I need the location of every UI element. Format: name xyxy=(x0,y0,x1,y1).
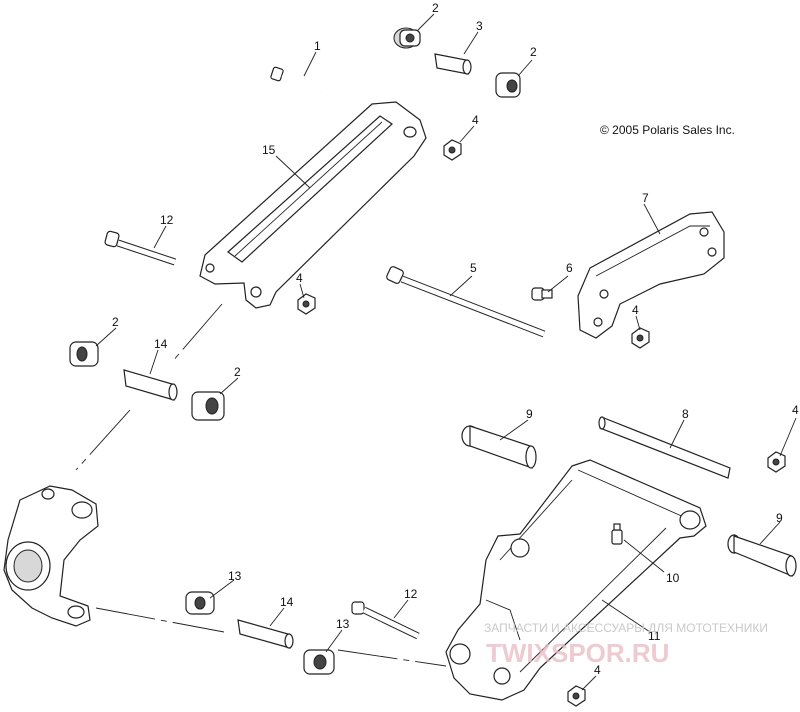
assembly-lines xyxy=(75,303,447,667)
part-4-nut-plate xyxy=(631,327,650,349)
part-12-bolt-upper xyxy=(104,230,177,266)
callout-5: 5 xyxy=(470,261,477,275)
copyright-text: © 2005 Polaris Sales Inc. xyxy=(600,123,735,137)
callout-9-a: 9 xyxy=(526,407,533,421)
callout-13-b: 13 xyxy=(336,617,350,631)
part-9-bushing-lower xyxy=(727,534,797,577)
watermark: ЗАПЧАСТИ И АКСЕССУАРЫ ДЛЯ МОТОТЕХНИКИ TW… xyxy=(484,621,768,668)
callout-4-a: 4 xyxy=(472,113,479,127)
part-4-nut-right xyxy=(767,451,786,473)
part-14-sleeve-upper xyxy=(123,369,178,401)
part-13-bushing-lower-right xyxy=(303,649,335,675)
part-15-bracket xyxy=(199,101,427,309)
callout-14-a: 14 xyxy=(154,337,168,351)
callout-2-b: 2 xyxy=(530,45,537,59)
callout-4-c: 4 xyxy=(632,303,639,317)
part-7-plate xyxy=(577,211,725,339)
part-2-bushing-mid xyxy=(191,391,225,421)
watermark-tagline: ЗАПЧАСТИ И АКСЕССУАРЫ ДЛЯ МОТОТЕХНИКИ xyxy=(484,621,768,635)
callout-11: 11 xyxy=(648,629,661,643)
callout-10: 10 xyxy=(666,571,680,585)
part-1-bolt xyxy=(270,66,323,93)
part-11-swing-arm xyxy=(445,459,707,701)
leader-lines xyxy=(95,13,797,691)
callout-8: 8 xyxy=(682,407,689,421)
callout-numbers: 1 2 3 2 4 15 12 4 5 6 7 4 2 14 2 9 8 4 9… xyxy=(112,1,799,677)
part-10-grease-fitting xyxy=(611,523,623,545)
part-2-bushing-top-right xyxy=(495,72,521,98)
callout-12-b: 12 xyxy=(404,587,418,601)
part-8-rod xyxy=(598,416,731,479)
knuckle-assembly xyxy=(3,485,99,627)
part-5-long-bolt xyxy=(386,266,546,338)
callout-6: 6 xyxy=(566,261,573,275)
part-4-nut-middle xyxy=(297,293,316,315)
part-14-sleeve-lower xyxy=(237,619,294,649)
part-4-nut-bottom xyxy=(567,685,586,707)
part-4-nut-top xyxy=(443,139,462,161)
callout-7: 7 xyxy=(642,191,649,205)
callout-9-b: 9 xyxy=(776,511,783,525)
callout-4-e: 4 xyxy=(594,663,601,677)
part-12-bolt-lower xyxy=(351,601,420,640)
callout-2-c: 2 xyxy=(112,315,119,329)
callout-13-a: 13 xyxy=(228,569,242,583)
part-13-bushing-lower-left xyxy=(185,591,215,615)
part-6-small-bolt xyxy=(531,287,553,301)
callout-4-d: 4 xyxy=(792,403,799,417)
callout-3: 3 xyxy=(476,19,483,33)
part-2-bushing-left xyxy=(69,341,99,367)
part-2-bushing-top-left xyxy=(393,27,421,49)
callout-2-d: 2 xyxy=(234,365,241,379)
callout-4-b: 4 xyxy=(296,271,303,285)
part-9-bushing-upper xyxy=(461,425,537,469)
callout-1: 1 xyxy=(314,39,321,53)
callout-14-b: 14 xyxy=(280,595,294,609)
callout-12-a: 12 xyxy=(160,213,174,227)
callout-2-a: 2 xyxy=(432,1,439,15)
watermark-brand: TWIXSPOR.RU xyxy=(486,638,669,668)
part-3-sleeve xyxy=(434,53,472,75)
callout-15: 15 xyxy=(262,143,276,157)
